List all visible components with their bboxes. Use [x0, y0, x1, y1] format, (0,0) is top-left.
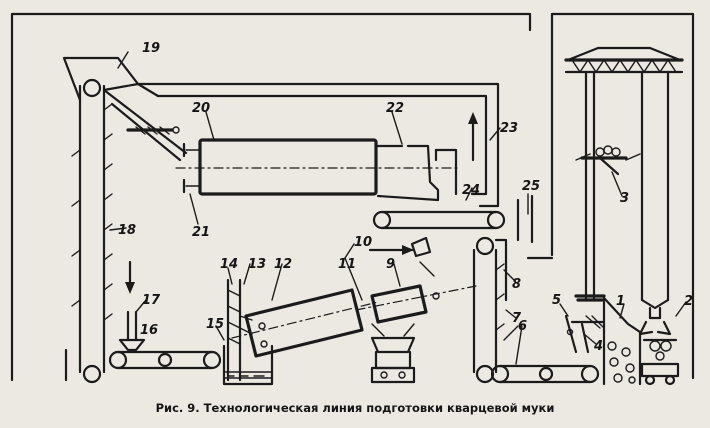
- label-12: 12: [274, 257, 292, 272]
- crusher-11: [344, 257, 416, 384]
- leader-lines: [109, 51, 687, 365]
- label-22: 22: [386, 101, 404, 116]
- ball-mill: [231, 288, 379, 358]
- label-13: 13: [248, 257, 266, 272]
- part-labels: 1 2 3 4 5 6 7 8 9 10 11 12 13 14 15 16 1…: [118, 41, 693, 354]
- label-2: 2: [684, 294, 693, 309]
- chute-25: [516, 194, 534, 244]
- label-10: 10: [354, 235, 372, 250]
- drum-dryer-9: [355, 284, 477, 324]
- building-outline: [10, 12, 695, 382]
- overhead-crane: [564, 46, 684, 302]
- label-15: 15: [206, 317, 224, 332]
- drum-dryer: [175, 138, 461, 196]
- wagon-skip: [575, 145, 641, 176]
- label-11: 11: [338, 257, 356, 272]
- figure-caption: Рис. 9. Технологическая линия подготовки…: [156, 401, 555, 415]
- inclined-elevator: [472, 236, 508, 384]
- label-19: 19: [142, 41, 160, 56]
- label-20: 20: [192, 101, 210, 116]
- bucket-elevator: [71, 78, 113, 384]
- dust-duct: [136, 82, 500, 208]
- belt-conveyor-6: [490, 364, 600, 384]
- receiving-hopper: [602, 296, 642, 386]
- label-3: 3: [620, 191, 629, 206]
- feed-hopper: [118, 260, 146, 352]
- label-24: 24: [462, 183, 480, 198]
- label-21: 21: [192, 225, 210, 240]
- feed-nozzle: [368, 236, 435, 277]
- label-14: 14: [220, 257, 238, 272]
- label-9: 9: [386, 257, 395, 272]
- truck: [640, 362, 680, 386]
- label-1: 1: [616, 294, 625, 309]
- discharge-chute: [102, 88, 188, 162]
- elevator-head: [62, 56, 140, 102]
- label-18: 18: [118, 223, 136, 238]
- label-25: 25: [522, 179, 540, 194]
- label-5: 5: [552, 293, 561, 308]
- settling-tank: [222, 344, 274, 386]
- grab-bucket: [638, 298, 678, 361]
- belt-conveyor-16: [108, 350, 222, 370]
- label-23: 23: [500, 121, 518, 136]
- label-16: 16: [140, 323, 158, 338]
- belt-conveyor-24: [372, 210, 506, 230]
- label-6: 6: [518, 319, 527, 334]
- label-8: 8: [512, 277, 521, 292]
- hopper-gate: [564, 314, 606, 354]
- label-4: 4: [593, 339, 603, 354]
- dryer-exhaust-hood: [374, 144, 458, 202]
- feed-pipe-14: [226, 278, 253, 382]
- label-7: 7: [512, 311, 522, 326]
- label-17: 17: [142, 293, 161, 308]
